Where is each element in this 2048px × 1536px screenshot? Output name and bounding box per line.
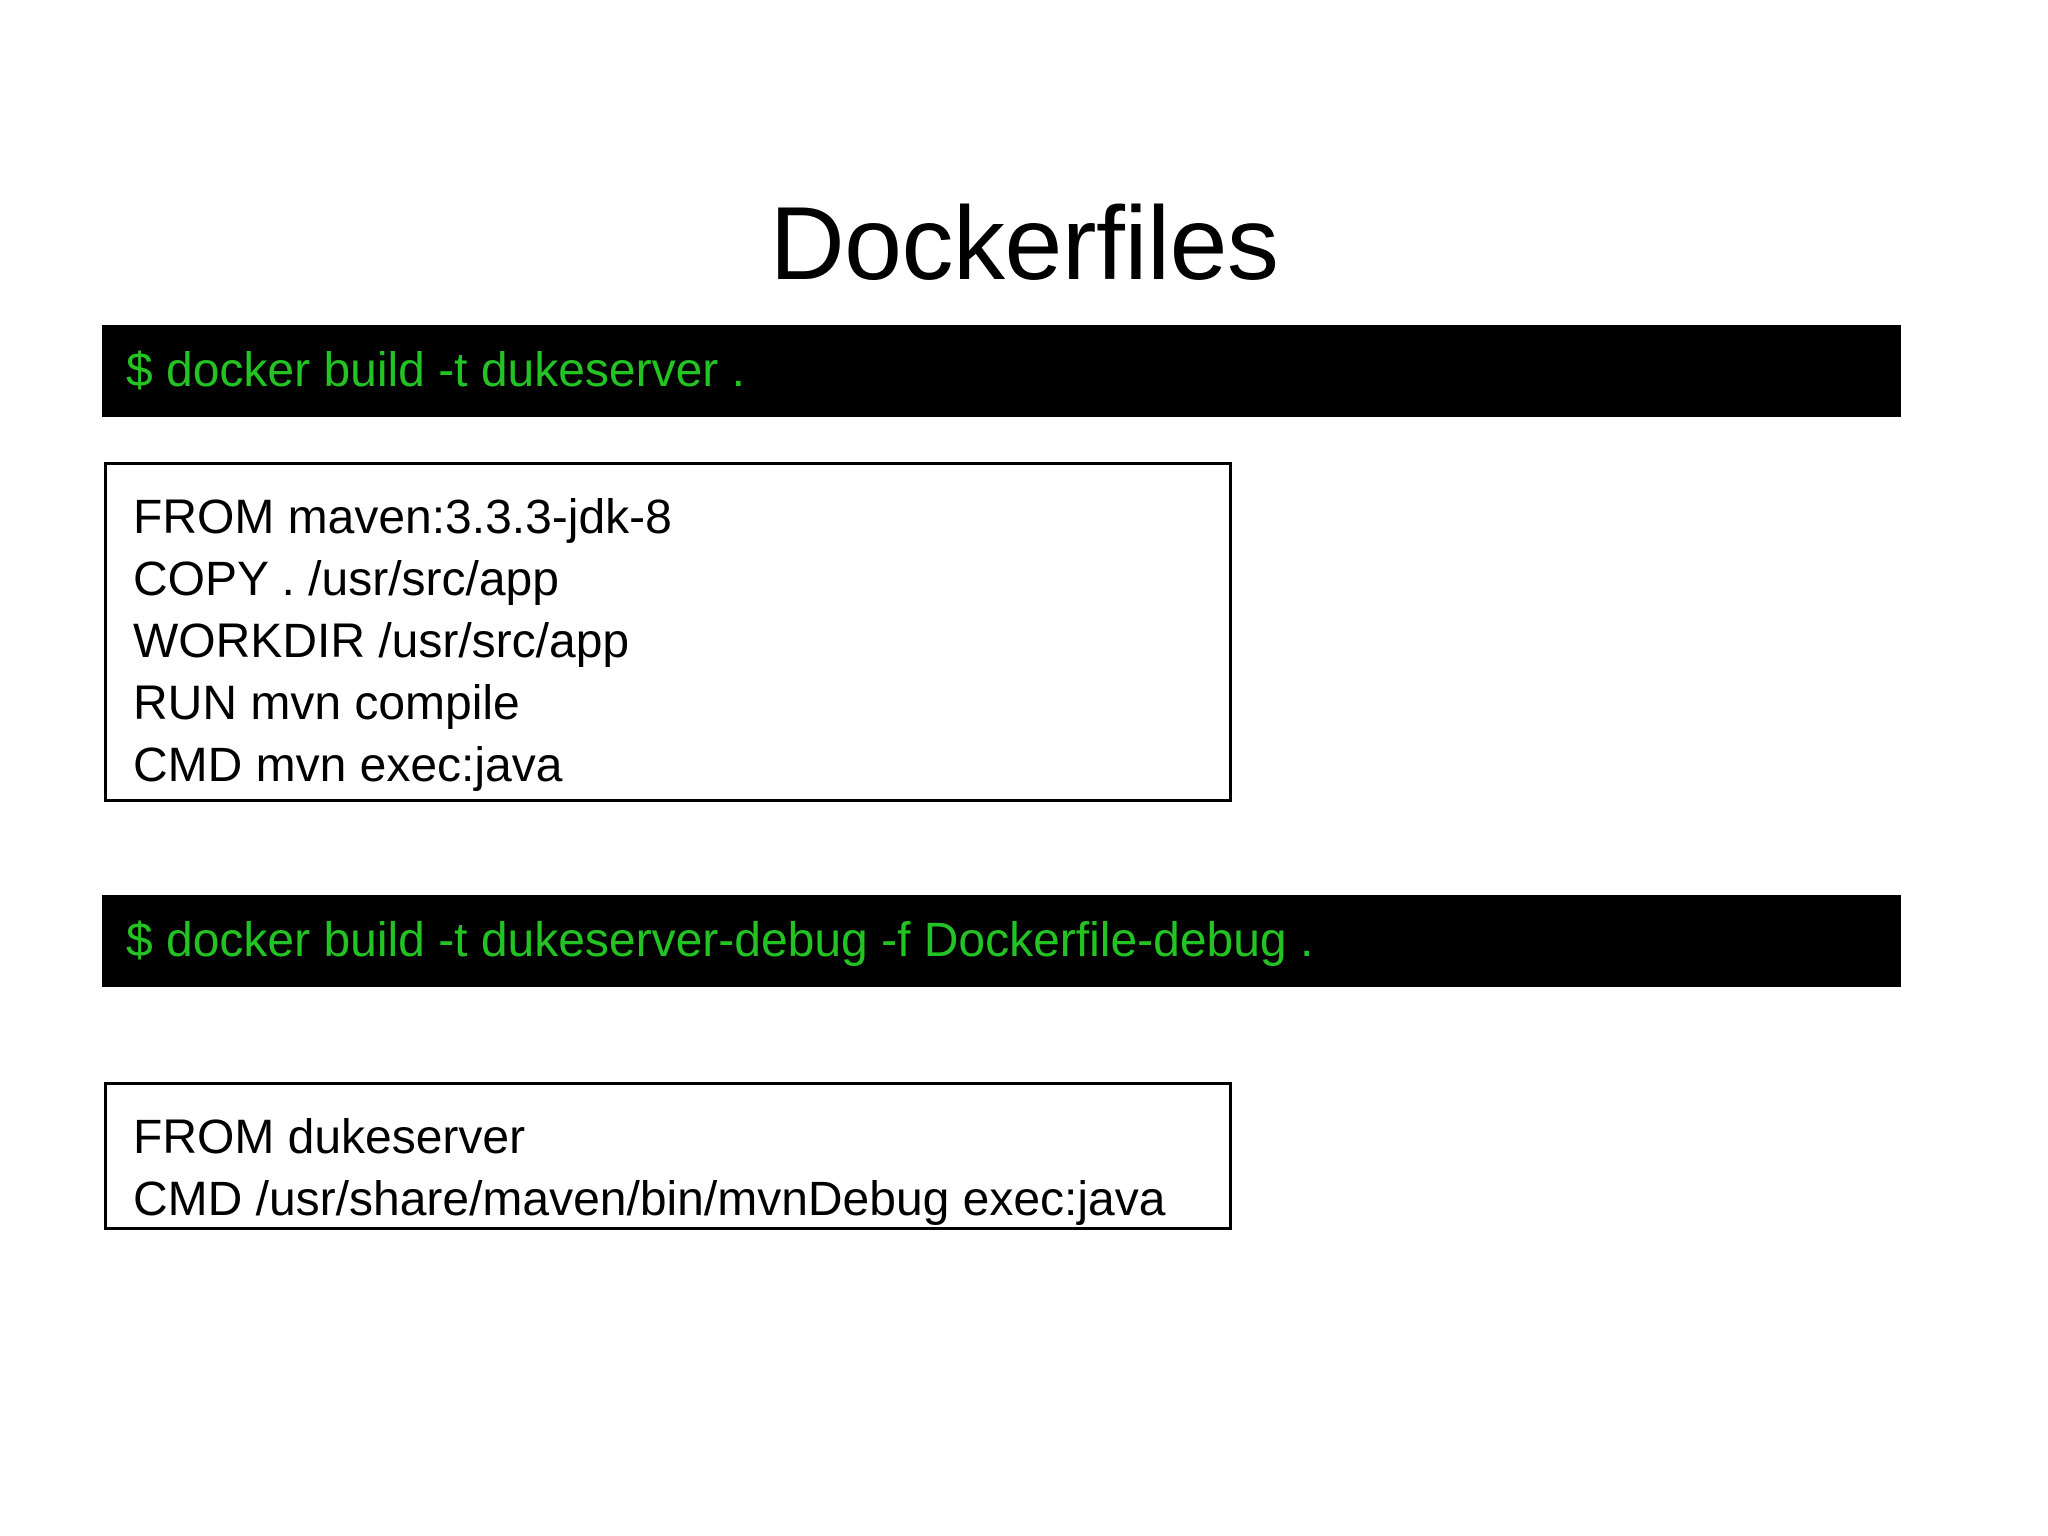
dockerfile-code-box: FROM maven:3.3.3-jdk-8 COPY . /usr/src/a… bbox=[104, 462, 1232, 802]
code-line: FROM dukeserver bbox=[133, 1111, 526, 1164]
terminal-command-bar-build: $ docker build -t dukeserver . bbox=[102, 325, 1901, 417]
code-line: RUN mvn compile bbox=[133, 677, 520, 730]
code-line: FROM maven:3.3.3-jdk-8 bbox=[133, 491, 672, 544]
terminal-command-bar-build-debug: $ docker build -t dukeserver-debug -f Do… bbox=[102, 895, 1901, 987]
code-line: COPY . /usr/src/app bbox=[133, 553, 559, 606]
code-line: WORKDIR /usr/src/app bbox=[133, 615, 630, 668]
code-line: CMD mvn exec:java bbox=[133, 739, 563, 792]
code-line: CMD /usr/share/maven/bin/mvnDebug exec:j… bbox=[133, 1173, 1166, 1226]
page-title: Dockerfiles bbox=[769, 185, 1279, 302]
terminal-command-text: $ docker build -t dukeserver . bbox=[126, 344, 745, 397]
terminal-command-text: $ docker build -t dukeserver-debug -f Do… bbox=[126, 914, 1314, 967]
dockerfile-debug-code-box: FROM dukeserver CMD /usr/share/maven/bin… bbox=[104, 1082, 1232, 1230]
